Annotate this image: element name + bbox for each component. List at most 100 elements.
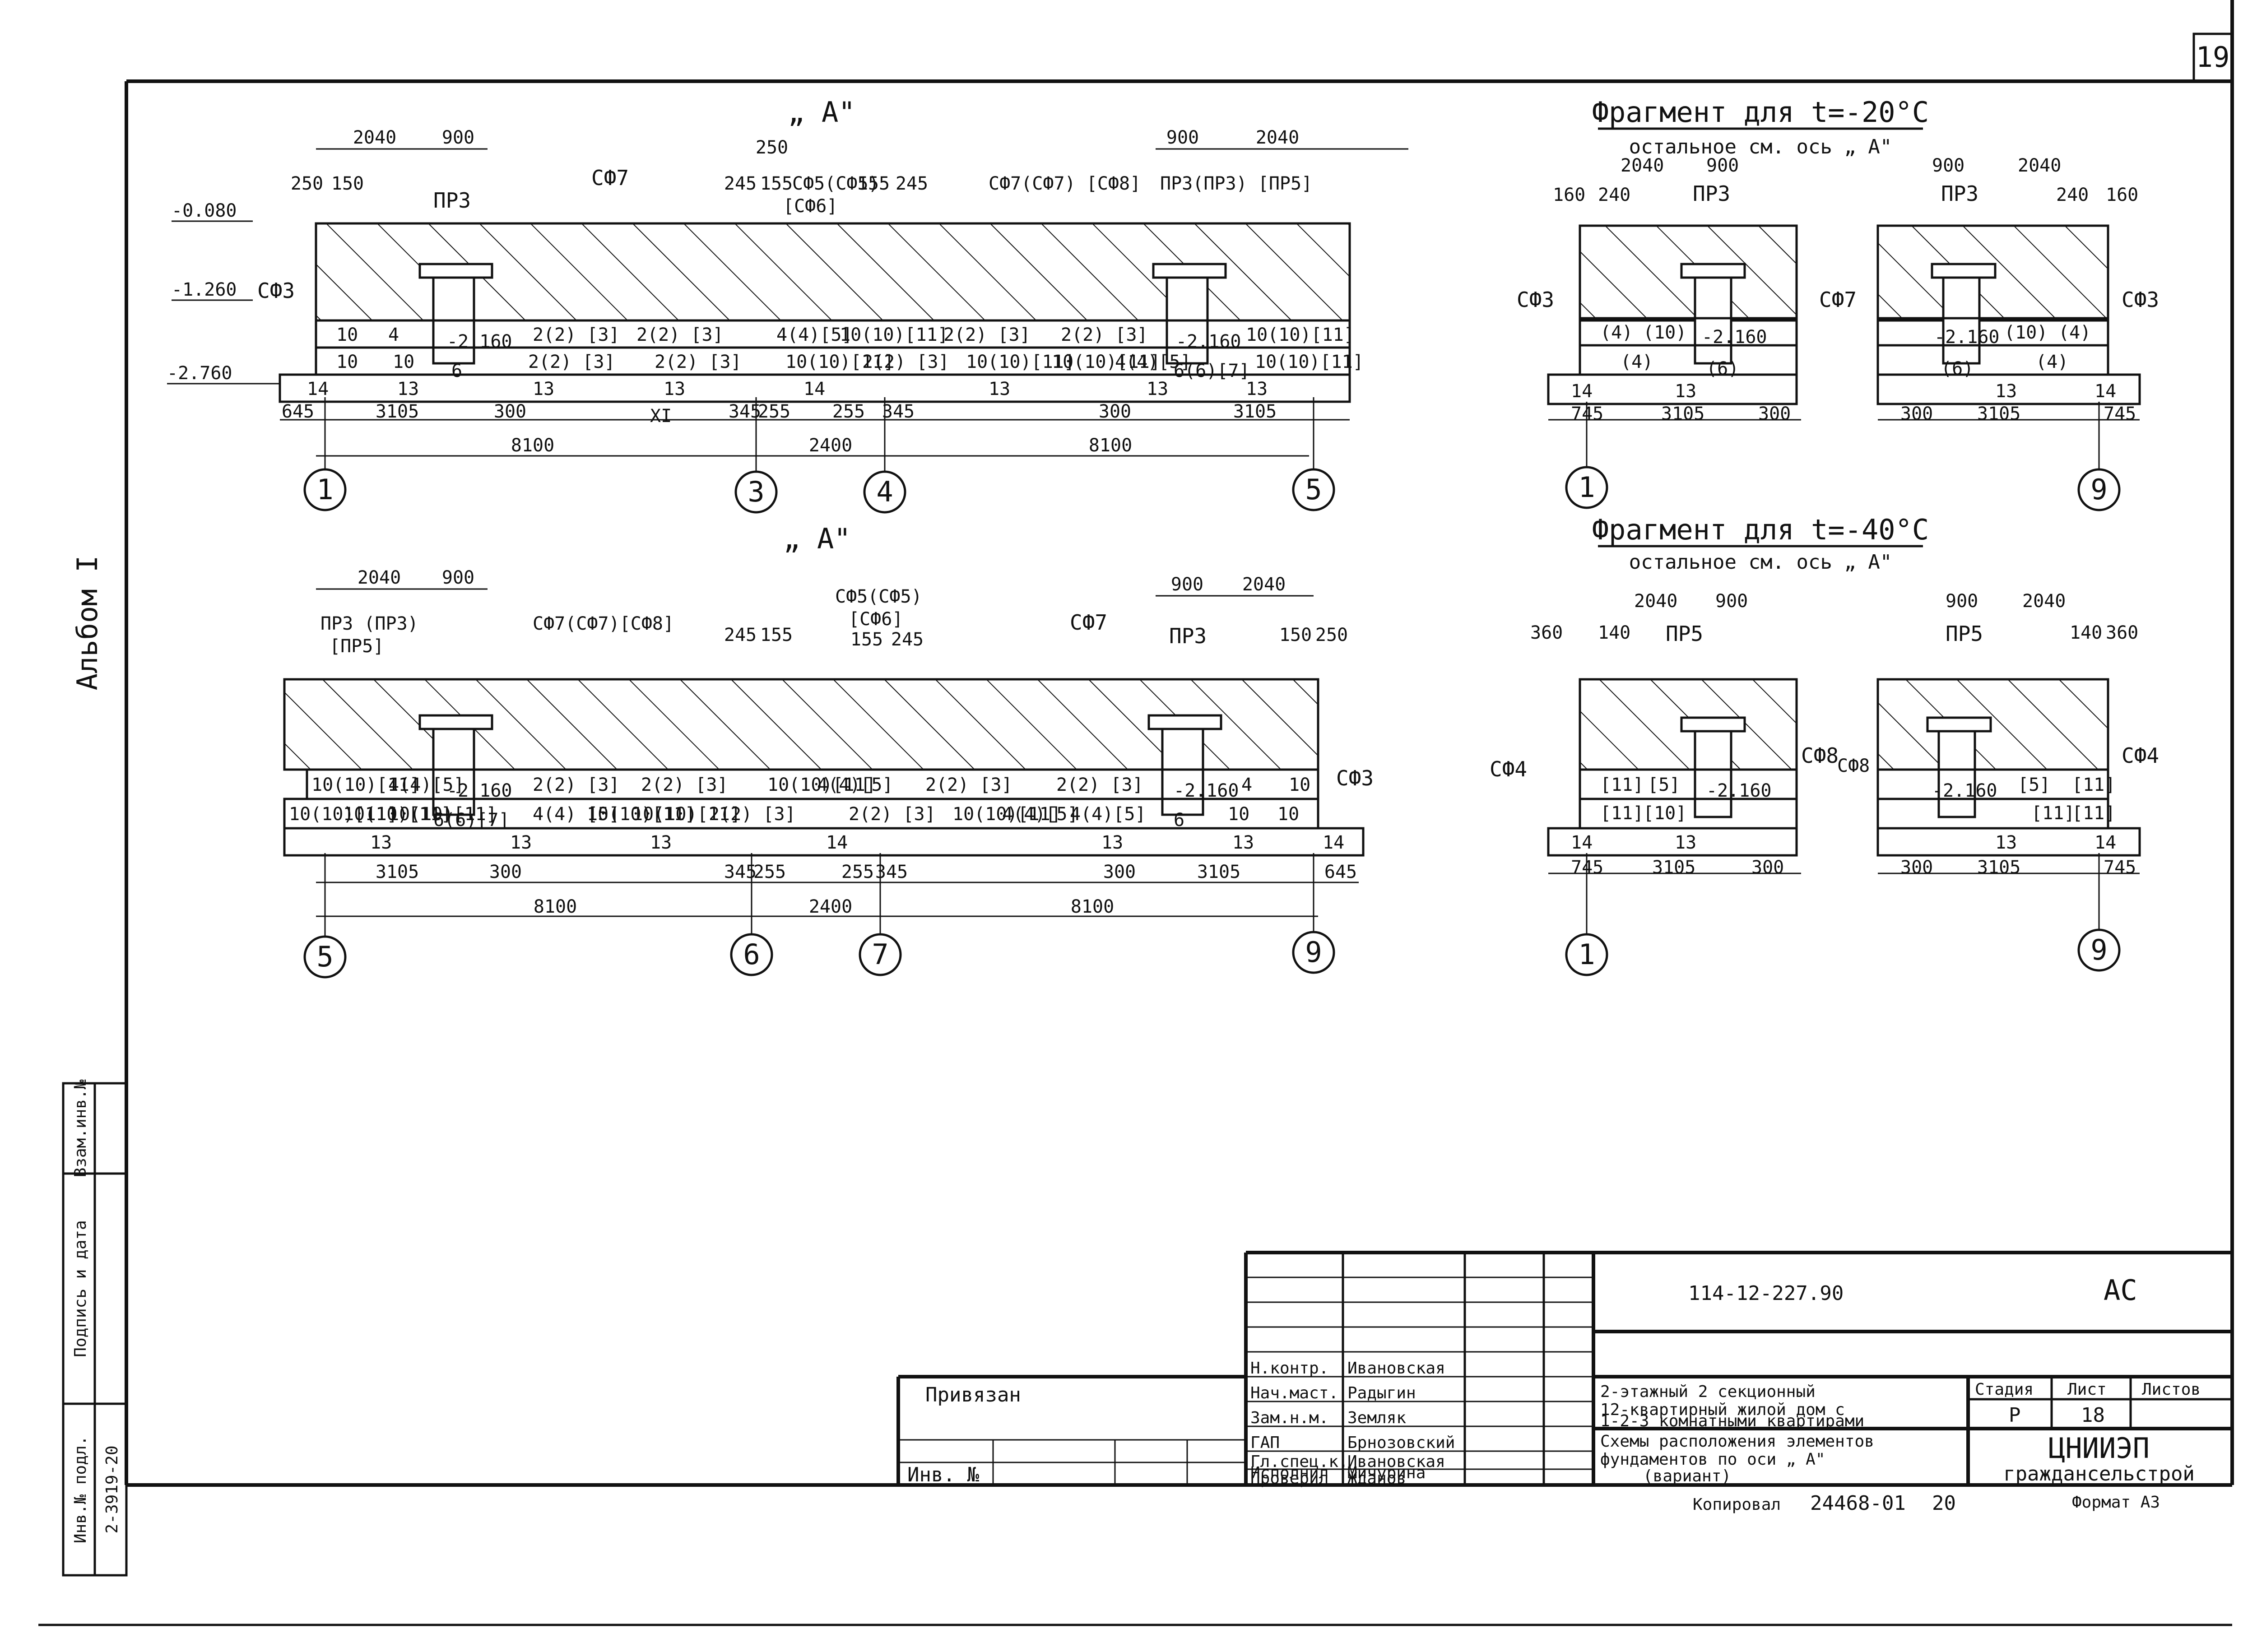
view1-odim-0: 8100	[511, 435, 554, 456]
sheet-line-1: Схемы расположения элементов	[1600, 1432, 1874, 1451]
view1-base-1: 13	[397, 379, 419, 399]
view1-block-l4: 2(2) [3]	[655, 352, 742, 372]
view2-label-sf3: СФ3	[1336, 766, 1374, 790]
role-0: Н.контр.	[1250, 1359, 1328, 1378]
sheet-header: Лист	[2067, 1380, 2107, 1399]
sheet-frame: 19 Альбом I	[38, 0, 2234, 1626]
view2-bdim-8: 645	[1324, 862, 1357, 882]
frag20-rrow-3: (6)	[1941, 358, 1974, 379]
view2-axis-5: 5	[316, 940, 333, 973]
view1-label-sf7-sf8: СФ7(СФ7) [СФ8]	[989, 173, 1141, 194]
frag20-title: Фрагмент для t=-20°С	[1592, 96, 1929, 129]
frag20-base-1: 13	[1675, 381, 1696, 402]
doc-code: 114-12-227.90	[1688, 1282, 1844, 1305]
view1-dim-250a: 250	[291, 173, 323, 194]
view1-block-l8: 10(10)[11]	[1052, 352, 1161, 372]
frag20-ldim-1: 240	[1598, 185, 1630, 205]
view2-block-l7: 2(2) [3]	[709, 804, 796, 825]
view1-block-l10: 6(6)[7]	[1174, 361, 1250, 381]
view1-label-sf7: СФ7	[591, 166, 629, 190]
frag20-label-pr3b: ПР3	[1941, 181, 1978, 206]
view1-dim-2040b: 2040	[1256, 127, 1299, 148]
frag40-title: Фрагмент для t=-40°С	[1592, 513, 1929, 546]
view2-sdim-1: 155	[760, 625, 793, 645]
view2-sdim-150: 150	[1279, 625, 1312, 645]
role-4: Гл.спец.к.	[1250, 1452, 1348, 1471]
frag40-lrow-3: [11]	[1600, 803, 1644, 824]
frag40-axis-9: 9	[2090, 933, 2107, 966]
view1-lower-row: 10 10 6 2(2) [3] 2(2) [3] 10(10)[11] 2(2…	[336, 352, 1364, 381]
name-0: Ивановская	[1347, 1359, 1445, 1378]
frag20-lrow-3: (4)	[1621, 352, 1653, 372]
project-line-3: 1-2-3 комнатными квартирами	[1600, 1412, 1864, 1430]
view1-block-u1: 4	[388, 325, 399, 345]
frag40-label-pr5b: ПР5	[1946, 622, 1983, 646]
view2-block-l0: 10(10)[11]	[289, 804, 398, 825]
view2-base-row: 13 13 13 14 13 13 14	[370, 832, 1344, 853]
view2-axis-9: 9	[1305, 936, 1322, 969]
frag20-rdim-3: 160	[2106, 185, 2138, 205]
view2-block-u1: 4(4)[5]	[388, 775, 464, 795]
view2-base-5: 13	[1232, 832, 1254, 853]
frag40-base-0: 14	[1571, 832, 1593, 853]
view2-axis-7: 7	[872, 938, 888, 971]
view1-bdim-1: 3105	[376, 401, 419, 422]
view2-bdim-0: 3105	[376, 862, 419, 882]
frag40-rdim-0: 900	[1946, 591, 1978, 612]
view1-bdim-5: 255	[832, 401, 865, 422]
view2-base-4: 13	[1101, 832, 1123, 853]
view-a-axes-1-5: „ А" 2040 900 250 900 2040 250 150 245 1…	[167, 96, 1408, 514]
view2-dim-2: 900	[1171, 574, 1203, 595]
view2-block-u11: 10	[1289, 775, 1310, 795]
view2-dim-1: 900	[442, 567, 474, 588]
view2-lower-row: 10(10)[11] 10(10)[11] 10(10)[11] 6(6)[7]…	[289, 804, 1299, 831]
view1-axis-5: 5	[1305, 473, 1322, 506]
view1-label-pr3: ПР3	[433, 188, 471, 213]
view1-level-2760: -2.760	[167, 363, 232, 384]
view2-block-l5: 10(10)[11]	[587, 804, 696, 825]
signature-roles: Н.контр. Ивановская Нач.маст. Радыгин За…	[1250, 1359, 1455, 1488]
stamp-replace-label: Взам.инв.№	[71, 1079, 90, 1177]
view2-base-2: 13	[650, 832, 672, 853]
view1-block-u9: -2.160	[1176, 331, 1241, 352]
view2-label-pr3b: ПР3	[1169, 624, 1207, 648]
view1-bdim-2: 300	[494, 401, 526, 422]
frag40-rdim-3: 360	[2106, 622, 2138, 643]
view2-label-pr3: ПР3 (ПР3)	[320, 613, 418, 634]
view1-axis-3: 3	[748, 475, 764, 508]
view1-base-3: 13	[664, 379, 685, 399]
view1-block-u7: 2(2) [3]	[943, 325, 1031, 345]
view2-odim-0: 8100	[534, 896, 577, 917]
frag20-label-sf3: СФ3	[1517, 288, 1554, 312]
view1-block-l1: 10	[393, 352, 414, 372]
frag20-lrow-4: (6)	[1706, 358, 1739, 379]
view2-bdim-7: 3105	[1197, 862, 1240, 882]
view2-bdim-1: 300	[489, 862, 522, 882]
frag40-ldim-3: 900	[1715, 591, 1748, 612]
frag20-label-sf7: СФ7	[1819, 288, 1857, 312]
view1-dim-245: 245	[724, 173, 757, 194]
view1-dim-900: 900	[442, 127, 474, 148]
org-line-1: ЦНИИЭП	[2048, 1432, 2150, 1465]
view-a-axes-5-9: „ А" 2040 900 900 2040 245 155 155 245 1…	[283, 522, 1374, 979]
view1-block-l2: 6	[451, 361, 462, 381]
frag20-rrow-4: (4)	[2036, 352, 2068, 372]
view2-bdim-4: 255	[841, 862, 874, 882]
view2-block-u8: 2(2) [3]	[1056, 775, 1143, 795]
fragment-minus-20: Фрагмент для t=-20°С остальное см. ось „…	[1517, 96, 2159, 511]
view1-odim-2: 8100	[1089, 435, 1132, 456]
role-3: ГАП	[1250, 1434, 1280, 1452]
bound-label: Привязан	[925, 1383, 1021, 1406]
frag40-ldim-1: 140	[1598, 622, 1630, 643]
frag40-rrow-2: [11]	[2072, 775, 2115, 795]
frag40-label-pr5: ПР5	[1666, 622, 1703, 646]
view1-block-u0: 10	[336, 325, 358, 345]
view1-block-l3: 2(2) [3]	[528, 352, 615, 372]
frag20-rdim-1: 2040	[2018, 155, 2061, 176]
frag20-ldim-3: 900	[1706, 155, 1739, 176]
frag40-rdim-1: 2040	[2022, 591, 2066, 612]
sheets-header: Листов	[2142, 1380, 2201, 1399]
frag40-label-sf8: СФ8	[1801, 743, 1839, 768]
view2-base-1: 13	[510, 832, 532, 853]
view1-upper-row: 10 4 -2.160 2(2) [3] 2(2) [3] 4(4)[5] 10…	[336, 325, 1355, 352]
